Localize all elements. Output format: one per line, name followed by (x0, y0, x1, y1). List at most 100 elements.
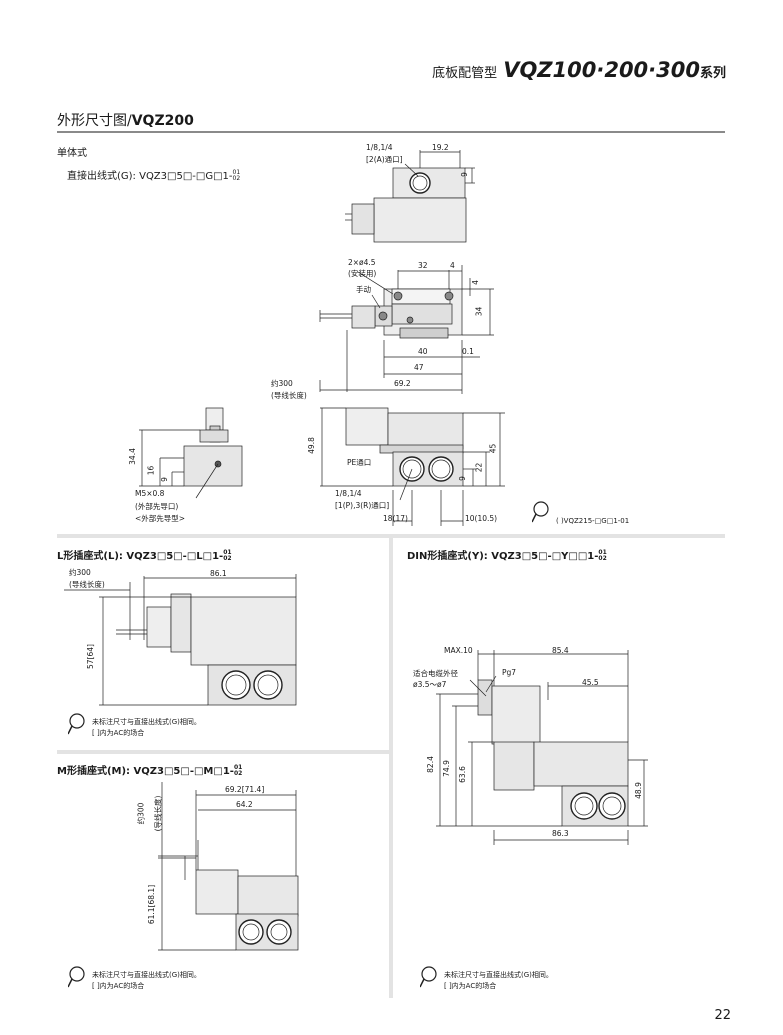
series-prefix: 底板配管型 (432, 66, 498, 81)
l-title-text: L形插座式(L): VQZ3□5□-□L□1- (57, 551, 224, 562)
single-label: 单体式 (57, 148, 87, 159)
g-dim-9-front: 9 (457, 476, 467, 481)
g-front-valve (387, 412, 464, 450)
g-dim-47: 47 (414, 363, 424, 372)
g-top-valve (373, 197, 467, 243)
l-lead-note: (导线长度) (69, 580, 105, 589)
m-dim-61-1: 61.1[68.1] (147, 884, 157, 925)
section-title-model: VQZ200 (131, 113, 194, 129)
m-title-text: M形插座式(M): VQZ3□5□-□M□1- (57, 766, 234, 777)
m-lead-note: (导线长度) (153, 795, 163, 832)
g-front-coil (345, 407, 389, 446)
l-coil (146, 606, 172, 648)
panel-divider-h1 (57, 534, 725, 538)
series-name: VQZ100·200·300 (503, 58, 700, 82)
g-dim-45: 45 (488, 443, 498, 454)
g-dim-34: 34 (474, 306, 484, 317)
m-dim-69-2: 69.2[71.4] (225, 785, 265, 794)
g-m5-note2: <外部先导型> (135, 514, 186, 523)
l-note1: 未标注尺寸与直接出线式(G)相同。 (92, 718, 201, 726)
g-dim-19-2: 19.2 (432, 143, 449, 152)
g-dim-22: 22 (474, 462, 484, 473)
g-m5: M5×0.8 (135, 489, 165, 498)
g-dim-0-1: 0.1 (462, 347, 474, 356)
g-dim-69-2: 69.2 (394, 379, 411, 388)
section-rule (57, 131, 725, 133)
series-header: 底板配管型 VQZ100·200·300系列 (432, 58, 726, 82)
din-dim-85-4: 85.4 (552, 646, 569, 655)
section-title-cn: 外形尺寸图/ (57, 113, 132, 129)
din-note-icon (420, 966, 437, 988)
g-lead-note: (导线长度) (271, 391, 307, 400)
l-valve (190, 596, 297, 666)
m-lead: 约300 (136, 802, 146, 825)
g-ref-model: ( )VQZ215-□G□1-01 (556, 517, 630, 525)
din-pg7: Pg7 (502, 668, 517, 677)
g-title-sup: 01 (232, 169, 241, 176)
g-m5-note1: (外部先导口) (135, 502, 179, 511)
m-dim-64-2: 64.2 (236, 800, 253, 809)
g-lead: 约300 (271, 379, 293, 388)
g-ref-icon (532, 501, 549, 523)
g-end-base (183, 445, 243, 487)
series-suffix: 系列 (699, 66, 726, 81)
m-valve (237, 875, 299, 917)
g-holes-note: (安装用) (348, 269, 377, 278)
g-dim-16: 16 (146, 465, 156, 476)
l-note2: [ ]内为AC的场合 (92, 729, 145, 737)
din-max10: MAX.10 (444, 646, 473, 655)
panel-divider-v (389, 538, 393, 998)
din-note1: 未标注尺寸与直接出线式(G)相同。 (444, 971, 553, 979)
l-note-icon (68, 713, 85, 735)
g-port-pr: 1/8,1/4 (335, 489, 362, 498)
din-dim-86-3: 86.3 (552, 829, 569, 838)
l-dim-86-1: 86.1 (210, 569, 227, 578)
m-coil (195, 869, 239, 915)
page-number: 22 (714, 1008, 731, 1023)
m-title-sub: 02 (233, 770, 243, 777)
din-valve (533, 741, 629, 787)
m-note1: 未标注尺寸与直接出线式(G)相同。 (92, 971, 201, 979)
din-dim-63-6: 63.6 (457, 766, 467, 783)
din-title-text: DIN形插座式(Y): VQZ3□5□-□Y□□1- (407, 551, 599, 562)
section-title: 外形尺寸图/VQZ200 (57, 110, 194, 130)
g-title-text: 直接出线式(G): VQZ3□5□-□G□1- (67, 171, 233, 182)
g-dim-4a: 4 (450, 261, 455, 270)
g-dim-10: 10(10.5) (465, 514, 498, 523)
g-dim-49-8: 49.8 (306, 437, 316, 454)
g-dim-4b: 4 (470, 280, 480, 285)
g-dim-40: 40 (418, 347, 428, 356)
g-port-a: 1/8,1/4 (366, 143, 393, 152)
m-note-icon (68, 966, 85, 988)
g-dim-9-side: 9 (159, 477, 169, 482)
din-dim-48-9: 48.9 (633, 782, 643, 799)
din-title-sup: 01 (598, 549, 607, 556)
din-cable: 适合电缆外径 (413, 669, 458, 678)
g-manual: 手动 (356, 285, 371, 294)
l-title-sub: 02 (223, 555, 232, 562)
g-port-a-note: [2(A)通口] (366, 155, 403, 164)
g-dim-32: 32 (418, 261, 428, 270)
din-dim-45-5: 45.5 (582, 678, 599, 687)
panel-divider-h2 (57, 750, 389, 754)
g-port-pr-note: [1(P),3(R)通口] (335, 501, 390, 510)
m-title-sup: 01 (233, 764, 243, 771)
din-note2: [ ]内为AC的场合 (444, 982, 497, 990)
m-note2: [ ]内为AC的场合 (92, 982, 145, 990)
l-lead: 约300 (69, 568, 91, 577)
din-dim-74-9: 74.9 (441, 760, 451, 777)
l-base (207, 664, 297, 706)
l-title-sup: 01 (223, 549, 232, 556)
g-holes: 2×ø4.5 (348, 258, 376, 267)
din-dim-82-4: 82.4 (425, 756, 435, 773)
din-cable-range: ø3.5～ø7 (413, 680, 447, 689)
g-dim-34-4: 34.4 (127, 448, 137, 465)
g-top-coil (351, 203, 375, 235)
l-dim-57: 57[64] (85, 644, 95, 669)
g-dim-9-top: 9 (459, 172, 469, 177)
